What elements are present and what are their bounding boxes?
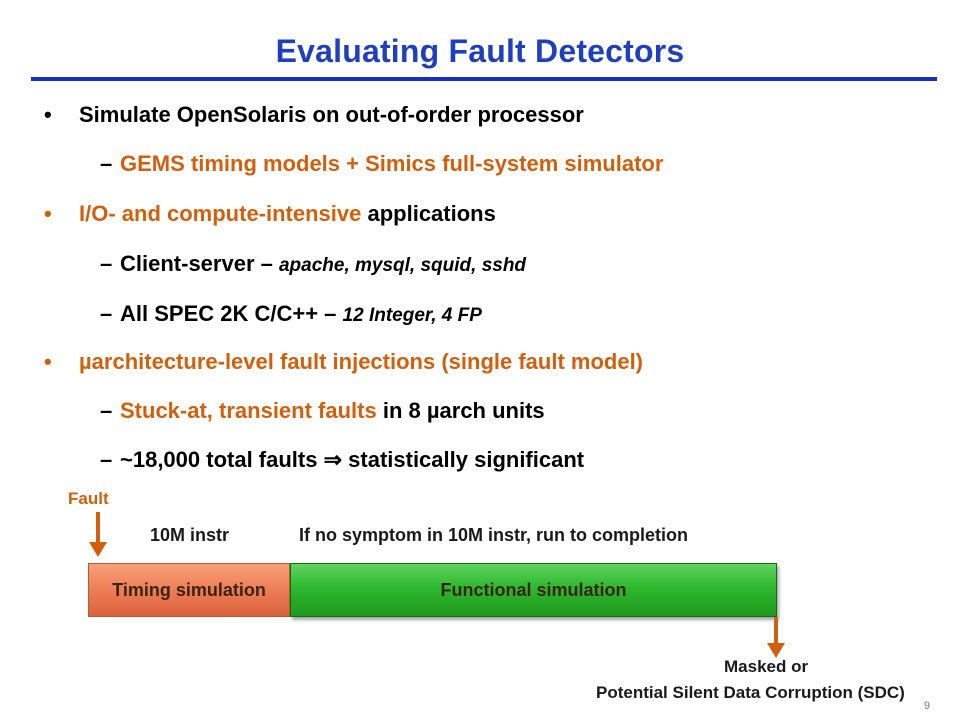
dash-marker: –: [100, 447, 113, 472]
dash-marker: –: [100, 398, 113, 423]
page-number: 9: [923, 700, 930, 712]
bullet-simulate-opensolaris: Simulate OpenSolaris on out-of-order pro…: [79, 102, 584, 127]
significance-text: statistically significant: [342, 447, 585, 472]
spec2k-details: 12 Integer, 4 FP: [342, 305, 482, 326]
bullet-marker: •: [44, 102, 52, 127]
applications-text: applications: [361, 201, 496, 226]
subbullet-spec2k: All SPEC 2K C/C++ – 12 Integer, 4 FP: [120, 301, 482, 327]
fault-down-arrow-icon: [89, 512, 107, 557]
client-server-apps: apache, mysql, squid, sshd: [278, 255, 527, 276]
subbullet-client-server: Client-server – apache, mysql, squid, ss…: [120, 251, 526, 277]
outcome-sdc-label: Potential Silent Data Corruption (SDC): [596, 683, 905, 702]
dash-marker: –: [100, 151, 113, 176]
outcome-masked-label: Masked or: [724, 657, 809, 676]
slide-title: Evaluating Fault Detectors: [275, 33, 685, 69]
bullet-fault-injections: µarchitecture-level fault injections (si…: [79, 349, 644, 374]
bullet-applications: I/O- and compute-intensive applications: [79, 201, 496, 227]
subbullet-gems-simics: GEMS timing models + Simics full-system …: [120, 151, 664, 176]
no-symptom-label: If no symptom in 10M instr, run to compl…: [299, 525, 689, 545]
client-server-label: Client-server –: [120, 251, 279, 276]
completion-down-arrow-icon: [767, 617, 785, 658]
subbullet-stuck-at: Stuck-at, transient faults in 8 µarch un…: [120, 398, 545, 424]
bullet-marker: •: [44, 201, 52, 226]
title-underline: [31, 77, 937, 81]
instr-label: 10M instr: [150, 525, 230, 545]
total-faults-text: ~18,000 total faults: [120, 447, 324, 472]
functional-simulation-box: Functional simulation: [290, 563, 777, 617]
implies-arrow-icon: ⇒: [323, 447, 343, 472]
dash-marker: –: [100, 301, 113, 326]
spec2k-label: All SPEC 2K C/C++ –: [120, 301, 343, 326]
dash-marker: –: [100, 251, 113, 276]
timing-simulation-box: Timing simulation: [88, 563, 290, 617]
applications-highlight: I/O- and compute-intensive: [79, 201, 362, 226]
subbullet-total-faults: ~18,000 total faults ⇒ statistically sig…: [120, 447, 584, 473]
stuck-at-text: in 8 µarch units: [376, 398, 545, 423]
stuck-at-highlight: Stuck-at, transient faults: [120, 398, 377, 423]
fault-label: Fault: [68, 489, 109, 508]
bullet-marker: •: [44, 349, 52, 374]
